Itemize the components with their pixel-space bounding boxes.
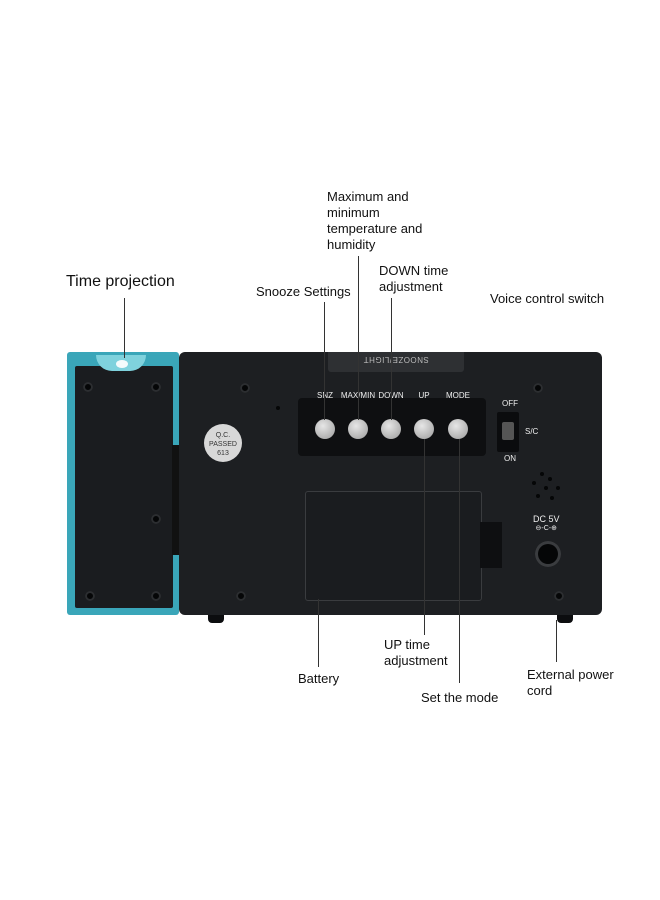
switch-off-label: OFF [502,399,518,408]
screw [85,591,95,601]
switch-on-label: ON [504,454,516,463]
snooze-light-bar[interactable] [328,352,464,372]
projector-back-panel [75,366,173,608]
callout-line-snooze [324,302,325,420]
callout-line-power [556,620,557,662]
dc-voltage: DC 5V [533,514,560,524]
label-down: DOWN time adjustment [379,263,448,295]
callout-line-time-projection [124,298,125,358]
speaker-hole [540,472,544,476]
screw [151,591,161,601]
button-label-down: DOWN [369,391,413,400]
switch-sc-label: S/C [525,427,539,436]
screw [151,514,161,524]
callout-line-battery [318,599,319,667]
label-max-min: Maximum and minimum temperature and humi… [327,189,422,253]
dc-power-jack[interactable] [535,541,561,567]
screw [240,383,250,393]
button-label-up: UP [418,391,430,400]
battery-latch [480,522,502,568]
speaker-hole [550,496,554,500]
label-max-min-line: Maximum and [327,189,409,204]
label-max-min-line: minimum [327,205,380,220]
screw [151,382,161,392]
button-label-snz: SNZ [317,391,333,400]
label-time-projection: Time projection [66,273,175,290]
up-button[interactable] [414,419,434,439]
screw [533,383,543,393]
callout-line-max-min [358,256,359,420]
switch-knob[interactable] [502,422,514,440]
dc-label: DC 5V ⊖-C-⊕ [533,514,560,532]
callout-line-down [391,298,392,420]
screw [83,382,93,392]
qc-sticker-line: Q.C. [215,432,231,439]
foot [208,615,224,623]
label-up: UP time adjustment [384,637,448,669]
mode-button[interactable] [448,419,468,439]
speaker-hole [536,494,540,498]
lens-light [116,360,128,368]
speaker-hole [532,481,536,485]
microphone-hole [276,406,280,410]
label-voice-control: Voice control switch [490,291,605,306]
button-label-max-min: MAX/MIN [336,391,380,400]
label-up-line: adjustment [384,653,448,668]
speaker-hole [556,486,560,490]
label-max-min-line: temperature and [327,221,423,236]
max-min-button[interactable] [348,419,368,439]
screw [554,591,564,601]
callout-line-mode [459,439,460,683]
label-up-line: UP time [384,637,430,652]
battery-cover[interactable] [305,491,482,601]
hinge [172,445,182,555]
dc-polarity-icon: ⊖-C-⊕ [535,525,557,532]
qc-sticker-line: 613 [217,450,229,457]
label-power-line: cord [527,683,553,698]
qc-sticker: Q.C. PASSED 613 [204,424,242,462]
callout-line-up [424,439,425,635]
speaker-hole [544,486,548,490]
label-set-mode: Set the mode [421,690,499,705]
screw [236,591,246,601]
snooze-light-bar-label: SNOOZE/LIGHT [363,355,429,364]
button-label-mode: MODE [446,391,470,400]
label-down-line: adjustment [379,279,443,294]
label-power-line: External power [527,667,614,682]
qc-sticker-line: PASSED [209,441,237,448]
speaker-hole [548,477,552,481]
snz-button[interactable] [315,419,335,439]
label-snooze-settings: Snooze Settings [256,284,351,299]
down-button[interactable] [381,419,401,439]
label-battery: Battery [298,671,340,686]
label-max-min-line: humidity [327,237,376,252]
label-power: External power cord [527,667,614,699]
label-down-line: DOWN time [379,263,449,278]
foot [557,615,573,623]
